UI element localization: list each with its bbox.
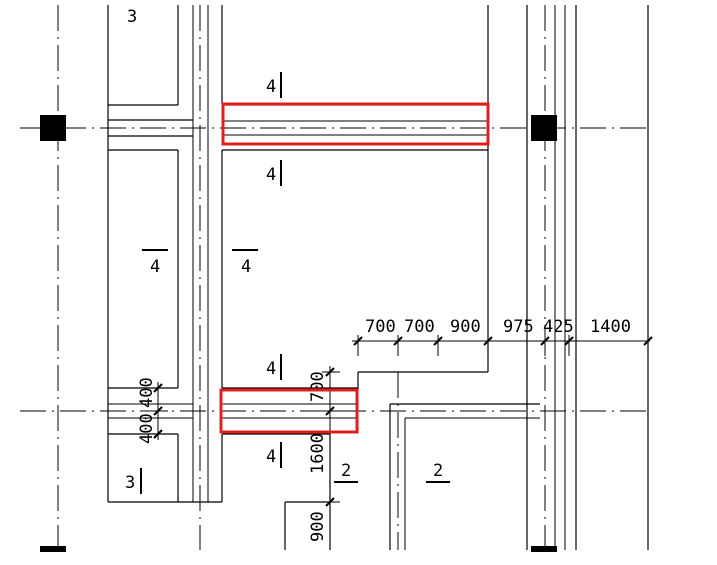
label-4-corridor: 4 [241, 257, 251, 277]
dim-400-a: 400 [137, 377, 157, 408]
dim-700-a: 700 [365, 317, 396, 337]
dim-900: 900 [450, 317, 481, 337]
label-3-top: 3 [127, 7, 137, 27]
beam-lines [107, 5, 649, 550]
column-bottom-right [531, 546, 557, 552]
highlight-lower-beam [219, 388, 359, 434]
dimensions: 700 700 900 975 425 1400 400 400 700 160… [137, 317, 653, 550]
dim-700-vertical: 700 [308, 371, 328, 402]
dim-900-vertical: 900 [308, 511, 328, 542]
label-4-lower-bottom: 4 [266, 447, 276, 467]
label-2-a: 2 [341, 461, 351, 481]
dim-1600-vertical: 1600 [308, 433, 328, 474]
section-markers: 3 4 4 4 4 4 4 3 2 2 [125, 7, 450, 494]
column-top-left [40, 115, 66, 141]
column-top-right [531, 115, 557, 141]
column-bottom-left [40, 546, 66, 552]
dim-975: 975 [503, 317, 534, 337]
dim-1400: 1400 [590, 317, 631, 337]
dim-400-b: 400 [137, 413, 157, 444]
label-4-lower-top: 4 [266, 359, 276, 379]
dim-700-b: 700 [404, 317, 435, 337]
dim-425: 425 [543, 317, 574, 337]
label-3-bottom: 3 [125, 473, 135, 493]
label-4-upper-bottom: 4 [266, 165, 276, 185]
label-4-upper-top: 4 [266, 77, 276, 97]
label-4-left-room: 4 [150, 257, 160, 277]
highlight-upper-beam [221, 102, 490, 146]
label-2-b: 2 [433, 461, 443, 481]
